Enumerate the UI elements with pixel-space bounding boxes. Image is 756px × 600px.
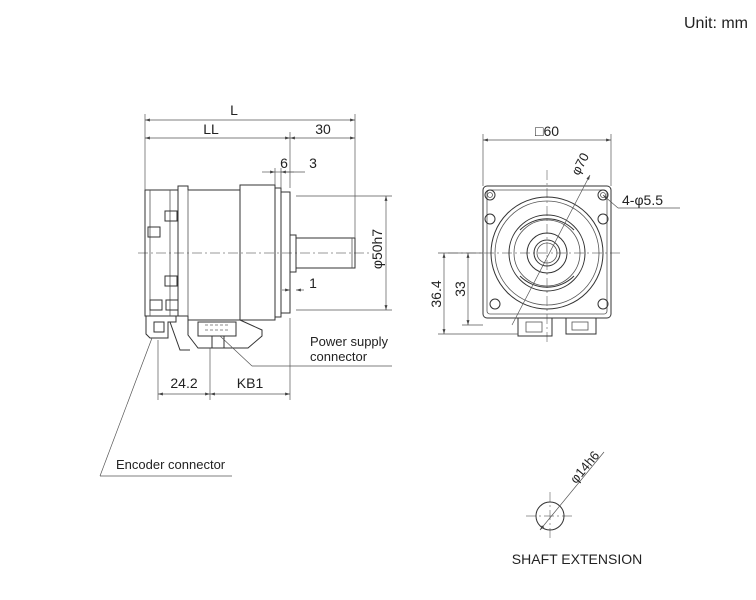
dimension-3: 3 [309,155,317,171]
power-connector-label-line1: Power supply [310,334,389,349]
cover-bolt-top [164,210,178,222]
dimension-line-pcd [511,174,591,326]
dimension-LL: LL [203,121,219,137]
encoder-connector-label: Encoder connector [116,457,226,472]
dimension-36-4: 36.4 [428,280,444,307]
front-shaft-circle [533,239,561,267]
dimension-holes: 4-φ5.5 [622,192,663,208]
encoder-connector-leader [99,337,153,477]
unit-label: Unit: mm [684,15,748,32]
front-flange-circle [490,196,604,310]
shaft-extension-title: SHAFT EXTENSION [512,551,642,567]
front-encoder-connector [517,317,553,337]
dimension-KB1: KB1 [237,375,264,391]
dimension-33: 33 [452,281,468,297]
shaft-side [295,237,356,269]
stator-outline [239,184,276,321]
shaft-extension-view: φ14h6 SHAFT EXTENSION [512,448,642,567]
power-connector-leader [219,335,253,367]
dimension-30: 30 [315,121,331,137]
dimension-square: □60 [535,123,559,139]
power-connector-body [187,319,263,349]
encoder-connector-body [145,316,177,339]
dimension-shaft: φ14h6 [567,448,603,486]
mounting-hole-top-left [484,189,496,201]
dimension-line-shaft [539,451,605,531]
holes-leader [602,194,619,209]
front-pilot-circle [526,232,568,274]
power-connector-label-line2: connector [310,349,368,364]
front-view: □60 φ70 4-φ5.5 36.4 33 [428,123,680,342]
dimension-flange-dia: φ50h7 [369,229,385,269]
front-power-connector [565,317,597,335]
dimension-24-2: 24.2 [170,375,197,391]
dimension-6: 6 [280,155,288,171]
side-view: L LL 30 6 3 1 φ50h7 24.2 KB1 [99,102,392,477]
dimension-pcd: φ70 [568,150,592,177]
flange-outline [274,187,282,318]
flange-pilot [289,234,297,273]
shaft-extension-circle [535,501,565,531]
dimension-L: L [230,102,238,118]
dimension-1: 1 [309,275,317,291]
